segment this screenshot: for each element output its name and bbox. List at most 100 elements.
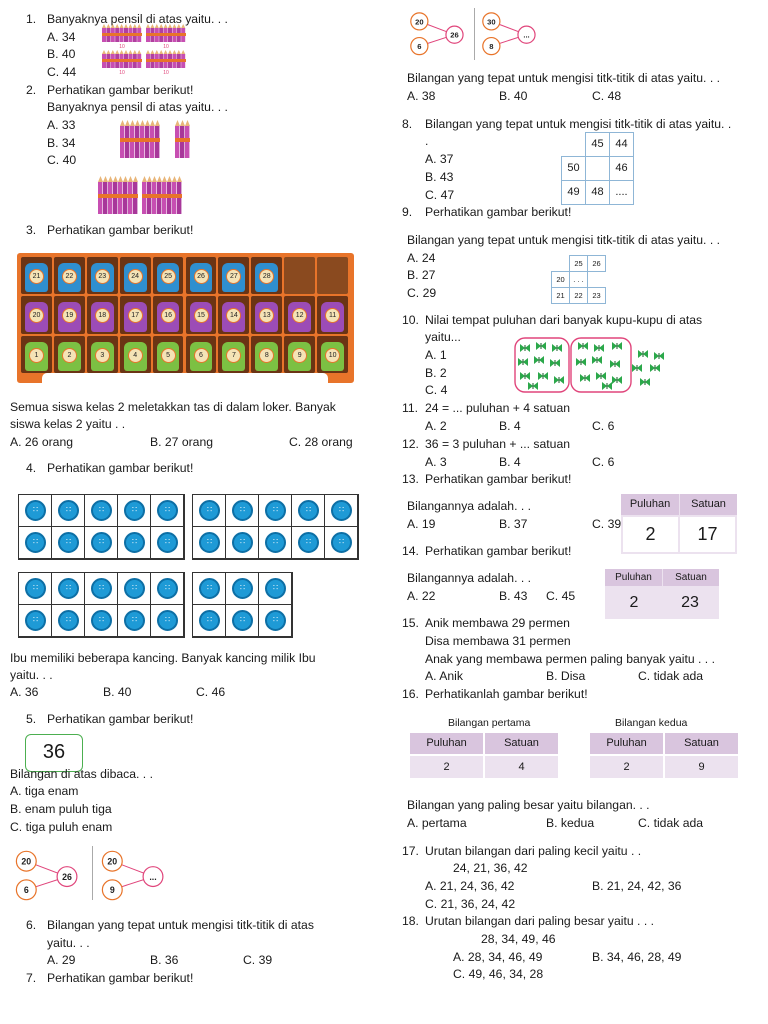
- locker-cell: 6: [185, 335, 217, 373]
- q13-header-satuan: Satuan: [680, 494, 737, 515]
- q6-number: 6.: [26, 918, 37, 932]
- q3-option-a[interactable]: A. 26 orang: [10, 435, 74, 449]
- q14-option-b[interactable]: B. 43: [499, 589, 528, 603]
- locker-cell: 21: [21, 257, 52, 295]
- q1-option-b[interactable]: B. 40: [47, 47, 76, 61]
- locker-number: 14: [226, 308, 242, 324]
- q7-option-c[interactable]: C. 48: [592, 89, 622, 103]
- q15-option-c[interactable]: C. tidak ada: [638, 669, 704, 683]
- locker-cell: 3: [86, 335, 118, 373]
- locker-cell: 15: [185, 296, 217, 334]
- q10-option-c[interactable]: C. 4: [425, 383, 448, 397]
- q15-option-b[interactable]: B. Disa: [546, 669, 586, 683]
- q14-option-a[interactable]: A. 22: [407, 589, 436, 603]
- button-icon: ∷: [331, 500, 352, 521]
- q16-option-b[interactable]: B. kedua: [546, 816, 595, 830]
- q3-option-b[interactable]: B. 27 orang: [150, 435, 214, 449]
- bond-whole-circle: [56, 866, 78, 888]
- q2-title: Perhatikan gambar berikut!: [47, 83, 194, 97]
- bond-whole-value: 26: [450, 31, 458, 40]
- locker-cell: 13: [251, 296, 283, 334]
- bond-top-circle: [482, 12, 501, 31]
- q14-question: Bilangannya adalah. . .: [407, 571, 531, 585]
- backpack: 21: [25, 263, 48, 293]
- q11-option-b[interactable]: B. 4: [499, 419, 521, 433]
- q7-option-a[interactable]: A. 38: [407, 89, 436, 103]
- q13-option-c[interactable]: C. 39: [592, 517, 622, 531]
- bond-bottom-circle: [15, 879, 37, 901]
- q5-option-a[interactable]: A. tiga enam: [10, 784, 79, 798]
- q12-option-a[interactable]: A. 3: [425, 455, 447, 469]
- q13-option-a[interactable]: A. 19: [407, 517, 436, 531]
- button-icon: ∷: [58, 578, 79, 599]
- q6-option-b[interactable]: B. 36: [150, 953, 179, 967]
- q7-option-b[interactable]: B. 40: [499, 89, 528, 103]
- locker-number: 25: [160, 269, 176, 284]
- q12-option-b[interactable]: B. 4: [499, 455, 521, 469]
- q8-option-b[interactable]: B. 43: [425, 170, 454, 184]
- q5-option-b[interactable]: B. enam puluh tiga: [10, 802, 112, 816]
- locker-cell: 10: [317, 335, 348, 373]
- q3-question-line1: Semua siswa kelas 2 meletakkan tas di da…: [10, 400, 336, 414]
- q6-question-line2: yaitu. . .: [47, 936, 90, 950]
- button-icon: ∷: [199, 532, 220, 553]
- q18-question: Urutan bilangan dari paling besar yaitu …: [425, 914, 654, 928]
- button-icon: ∷: [331, 532, 352, 553]
- q2-option-c[interactable]: C. 40: [47, 153, 77, 167]
- locker-cell: 2: [53, 335, 85, 373]
- q18-option-b[interactable]: B. 34, 46, 28, 49: [592, 950, 682, 964]
- q18-option-c[interactable]: C. 49, 46, 34, 28: [453, 967, 544, 981]
- q3-option-c[interactable]: C. 28 orang: [289, 435, 353, 449]
- q1-option-c[interactable]: C. 44: [47, 65, 77, 79]
- locker-number: 23: [94, 269, 110, 284]
- button-icon: ∷: [232, 500, 253, 521]
- q17-option-a[interactable]: A. 21, 24, 36, 42: [425, 879, 515, 893]
- butterfly-icon: [520, 344, 530, 352]
- button-icon: ∷: [124, 610, 145, 631]
- q15-option-a[interactable]: A. Anik: [425, 669, 463, 683]
- q9-title: Perhatikan gambar berikut!: [425, 205, 572, 219]
- q17-option-b[interactable]: B. 21, 24, 42, 36: [592, 879, 682, 893]
- q18-option-a[interactable]: A. 28, 34, 46, 49: [453, 950, 543, 964]
- q8-option-c[interactable]: C. 47: [425, 188, 455, 202]
- q4-option-b[interactable]: B. 40: [103, 685, 132, 699]
- q16-caption-first: Bilangan pertama: [448, 717, 531, 729]
- q2-option-a[interactable]: A. 33: [47, 118, 76, 132]
- q10-option-b[interactable]: B. 2: [425, 366, 447, 380]
- q5-option-c[interactable]: C. tiga puluh enam: [10, 820, 113, 834]
- q16-option-a[interactable]: A. pertama: [407, 816, 467, 830]
- q8-option-a[interactable]: A. 37: [425, 152, 454, 166]
- q4-option-a[interactable]: A. 36: [10, 685, 39, 699]
- bond-top-value: 20: [107, 857, 117, 867]
- locker-number: 9: [292, 347, 308, 363]
- q16-option-c[interactable]: C. tidak ada: [638, 816, 704, 830]
- q7-question: Bilangan yang tepat untuk mengisi titk-t…: [407, 71, 720, 85]
- q13-header-puluhan: Puluhan: [621, 494, 679, 515]
- q11-option-c[interactable]: C. 6: [592, 419, 615, 433]
- q9-option-c[interactable]: C. 29: [407, 286, 437, 300]
- q2-option-b[interactable]: B. 34: [47, 136, 76, 150]
- q4-option-c[interactable]: C. 46: [196, 685, 226, 699]
- q6-option-c[interactable]: C. 39: [243, 953, 273, 967]
- q13-option-b[interactable]: B. 37: [499, 517, 528, 531]
- q6-option-a[interactable]: A. 29: [47, 953, 76, 967]
- q17-option-c[interactable]: C. 21, 36, 24, 42: [425, 897, 516, 911]
- q14-option-c[interactable]: C. 45: [546, 589, 576, 603]
- q11-option-a[interactable]: A. 2: [425, 419, 447, 433]
- q16-t1-header-satuan: Satuan: [485, 733, 558, 754]
- q1-option-a[interactable]: A. 34: [47, 30, 76, 44]
- bond-whole-value: ...: [523, 31, 529, 40]
- locker-cell: [284, 257, 316, 295]
- grid-cell: 48: [585, 180, 610, 205]
- bond-whole-value: 26: [62, 872, 72, 882]
- q3-title: Perhatikan gambar berikut!: [47, 223, 194, 237]
- q12-option-c[interactable]: C. 6: [592, 455, 615, 469]
- q9-option-a[interactable]: A. 24: [407, 251, 436, 265]
- q9-option-b[interactable]: B. 27: [407, 268, 436, 282]
- button-icon: ∷: [58, 532, 79, 553]
- q6-question-line1: Bilangan yang tepat untuk mengisi titk-t…: [47, 918, 314, 932]
- locker-number: 13: [259, 308, 275, 324]
- q10-option-a[interactable]: A. 1: [425, 348, 447, 362]
